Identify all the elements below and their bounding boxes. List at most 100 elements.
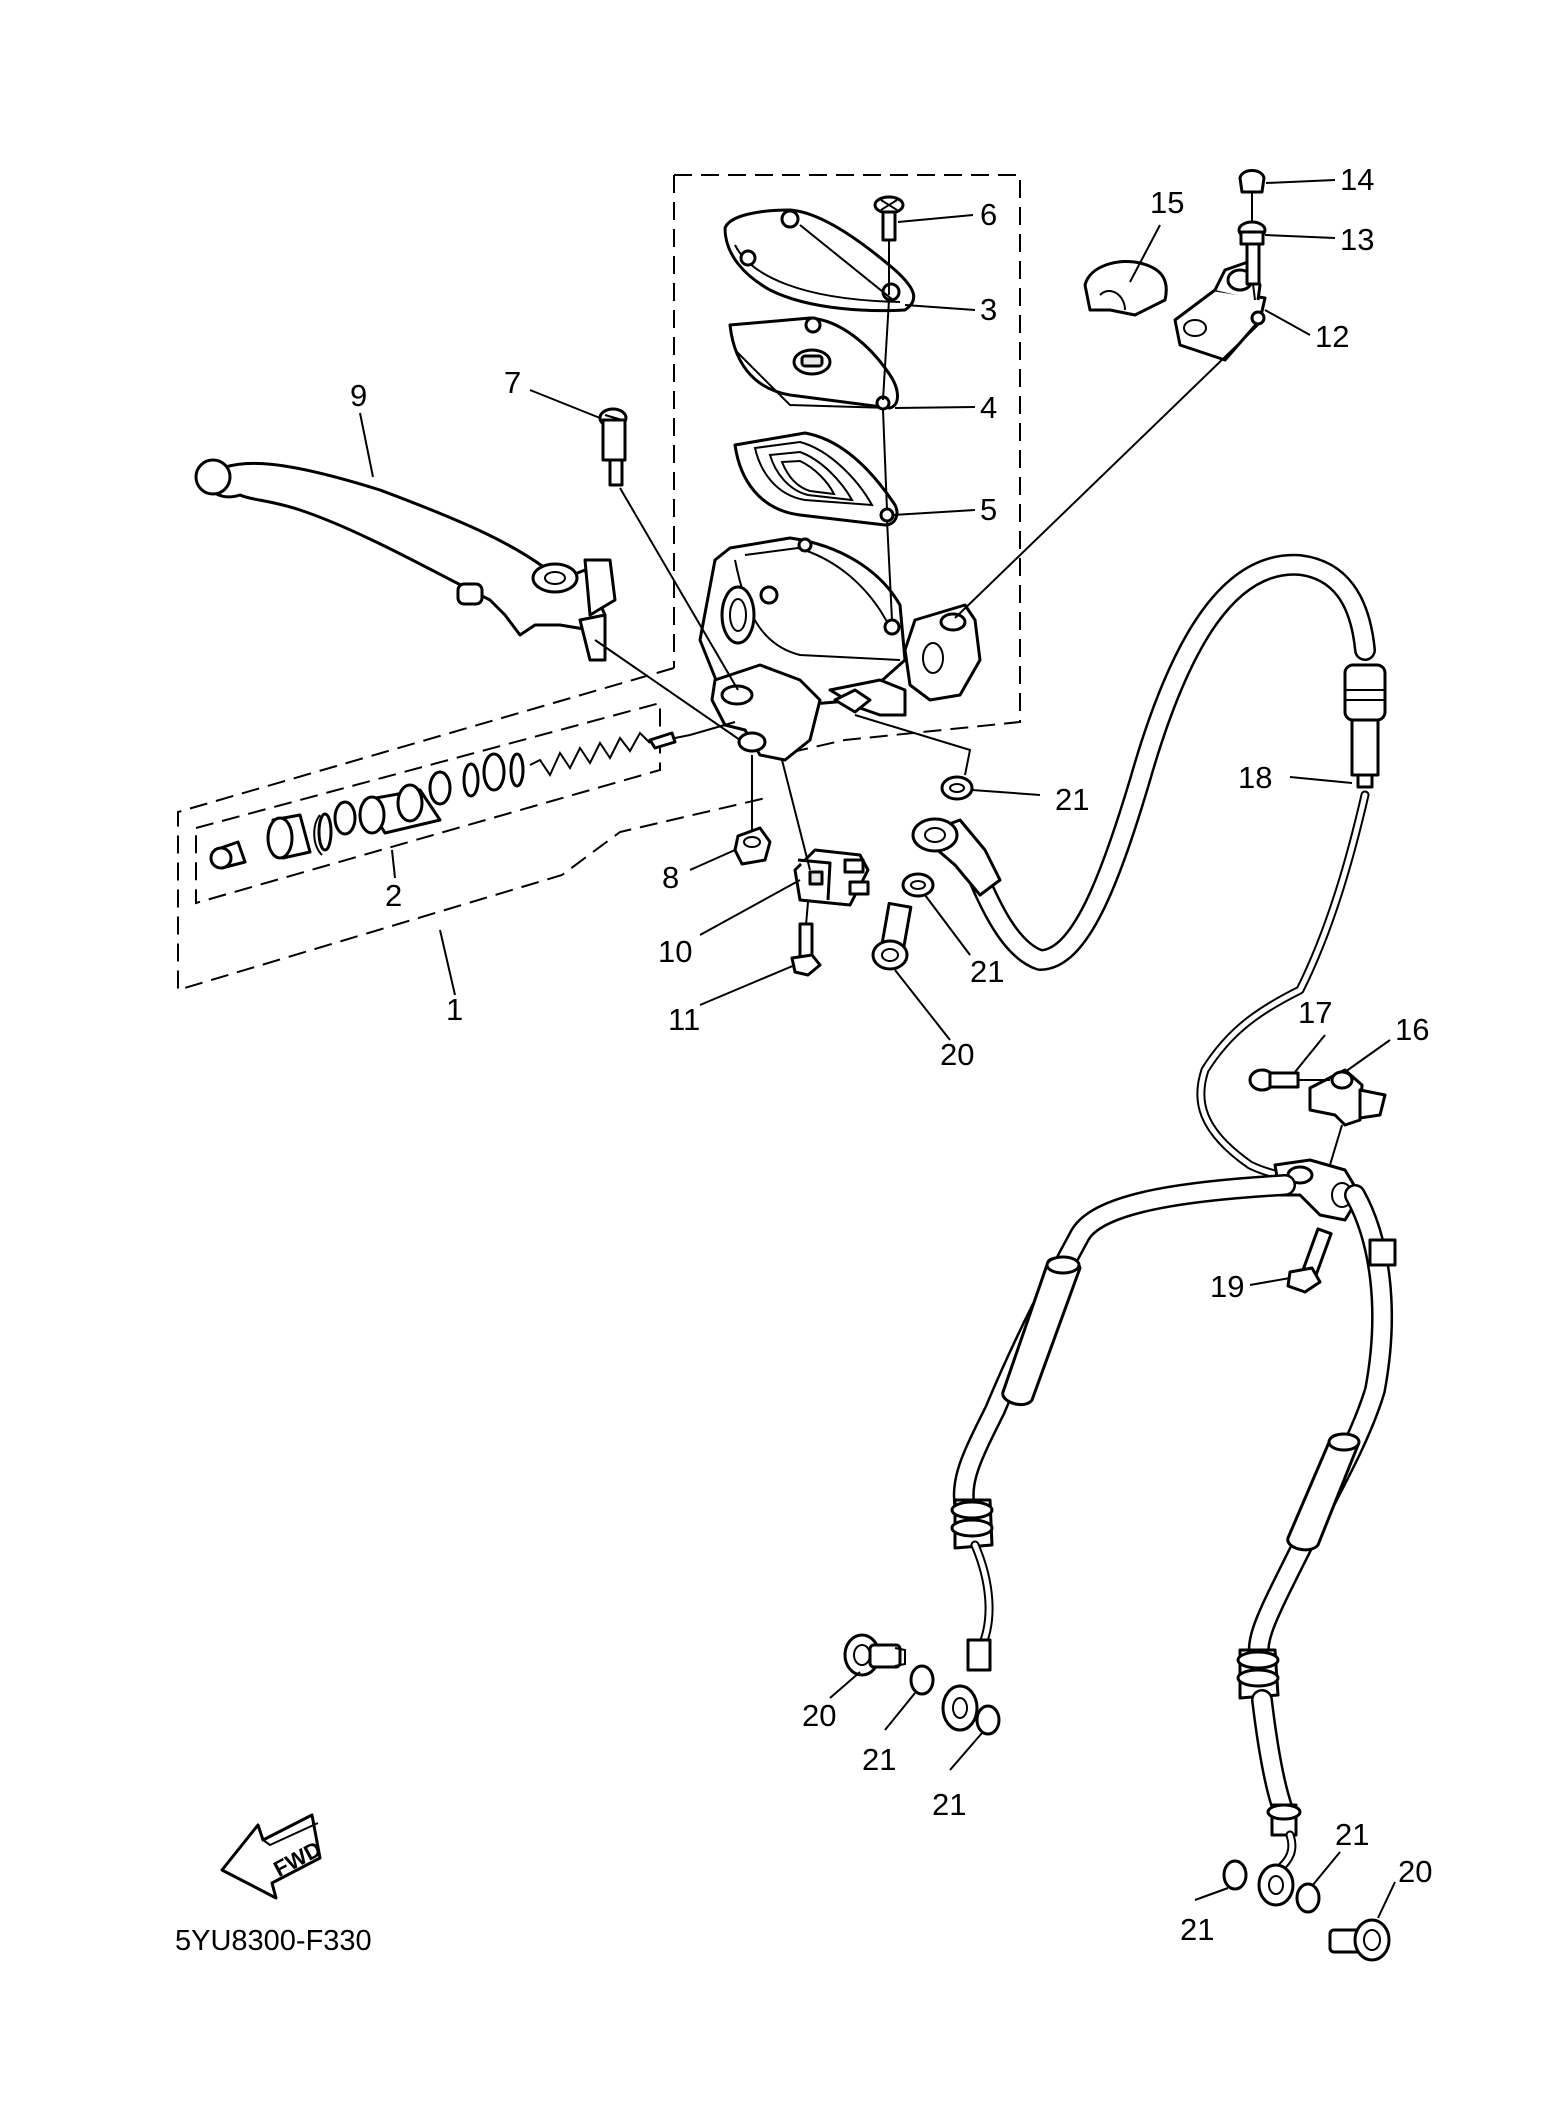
leader-10 xyxy=(699,879,801,936)
leader-7 xyxy=(529,389,601,419)
leader-20a xyxy=(894,969,951,1041)
leader-3 xyxy=(904,304,976,311)
leader-21d xyxy=(949,1732,983,1771)
leader-21a xyxy=(971,789,1041,796)
callout-16: 16 xyxy=(1395,1012,1429,1047)
callout-12: 12 xyxy=(1315,319,1349,354)
forward-arrow-icon: FWD xyxy=(220,1813,325,1900)
leader-16 xyxy=(1344,1039,1391,1073)
callout-3: 3 xyxy=(980,292,997,327)
assembly-line-plate xyxy=(882,299,890,401)
assembly-line-body xyxy=(886,519,893,621)
brake-hose-upper-outline xyxy=(964,553,1376,971)
leader-21f xyxy=(1311,1851,1341,1887)
callout-11: 11 xyxy=(668,1002,700,1037)
callout-21c: 21 xyxy=(862,1742,896,1777)
callout-21a: 21 xyxy=(1055,782,1089,817)
leader-15 xyxy=(1129,224,1161,283)
brake-lever xyxy=(194,458,617,662)
brake-pipe-fill xyxy=(1198,792,1368,1183)
brake-hose-left-outline xyxy=(952,1174,1296,1521)
callout-19: 19 xyxy=(1210,1269,1244,1304)
assembly-line-switch-screw xyxy=(805,901,809,926)
hose-sleeve-right xyxy=(1286,1238,1397,1552)
leader-1 xyxy=(439,929,456,996)
nut xyxy=(733,826,772,866)
callout-21f: 21 xyxy=(1335,1817,1369,1852)
callout-8: 8 xyxy=(662,860,679,895)
assembly-line-diaphragm xyxy=(882,409,888,511)
piston-kit xyxy=(209,731,691,870)
callout-20c: 20 xyxy=(1398,1854,1432,1889)
callout-15: 15 xyxy=(1150,185,1184,220)
washer-upper-1 xyxy=(940,775,974,801)
dashed-boundary-assembly-2 xyxy=(195,701,661,905)
leader-20b xyxy=(829,1671,861,1699)
leader-18 xyxy=(1289,776,1353,784)
leader-9 xyxy=(359,412,374,478)
washer-lower-left-2 xyxy=(975,1704,1001,1736)
leader-6 xyxy=(897,214,974,223)
callout-13: 13 xyxy=(1340,222,1374,257)
reservoir-cap xyxy=(723,208,916,313)
hose-fitting-left xyxy=(941,1498,994,1732)
dashed-boundary-reservoir xyxy=(674,174,1021,758)
pivot-bolt xyxy=(598,407,628,487)
assembly-line-bracket xyxy=(1329,1124,1343,1166)
callout-10: 10 xyxy=(658,934,692,969)
callout-9: 9 xyxy=(350,378,367,413)
dashed-boundary-assembly-1 xyxy=(177,667,771,992)
leader-12 xyxy=(1264,309,1311,336)
washer-upper-2-hole xyxy=(910,880,926,890)
washer-upper-2 xyxy=(901,872,935,898)
leader-17 xyxy=(1294,1034,1326,1073)
leader-2 xyxy=(391,849,396,879)
diaphragm-plate xyxy=(728,316,899,411)
leader-21b xyxy=(924,894,971,956)
assembly-line-hose-washer xyxy=(854,714,972,776)
leader-4 xyxy=(894,406,976,409)
hose-sleeve-left xyxy=(1001,1255,1082,1406)
callout-21e: 21 xyxy=(1180,1912,1214,1947)
bolt-cap xyxy=(1238,169,1266,194)
callout-6: 6 xyxy=(980,197,997,232)
master-cylinder-body xyxy=(698,536,982,762)
leader-21e xyxy=(1194,1887,1229,1901)
assembly-line-switch xyxy=(781,759,811,871)
holder-bolt xyxy=(1237,220,1267,286)
union-bolt-lower-left xyxy=(843,1633,906,1677)
hose-joint-collar xyxy=(1343,663,1387,789)
union-bolt-upper xyxy=(871,901,913,971)
bracket-bolt xyxy=(1248,1068,1330,1092)
washer-lower-right-2 xyxy=(1295,1882,1321,1914)
cap-screw xyxy=(873,195,905,242)
callout-21d: 21 xyxy=(932,1787,966,1822)
callout-17: 17 xyxy=(1298,995,1332,1030)
leader-13 xyxy=(1264,234,1336,239)
hose-fitting-upper xyxy=(911,817,1002,897)
joint-bolt xyxy=(1286,1227,1333,1294)
callout-2: 2 xyxy=(385,878,402,913)
assembly-line-piston xyxy=(689,721,736,736)
leader-14 xyxy=(1265,179,1336,184)
brake-hose-upper-fill xyxy=(966,556,1374,969)
leader-11 xyxy=(699,964,796,1006)
protector xyxy=(1083,259,1168,317)
callout-21b: 21 xyxy=(970,954,1004,989)
washer-lower-left-1 xyxy=(909,1664,935,1696)
callout-4: 4 xyxy=(980,390,997,425)
leader-19 xyxy=(1249,1277,1291,1286)
callout-20a: 20 xyxy=(940,1037,974,1072)
diaphragm xyxy=(733,431,899,527)
callout-7: 7 xyxy=(504,365,521,400)
callout-14: 14 xyxy=(1340,162,1374,197)
hose-bracket xyxy=(1308,1068,1387,1127)
assembly-line-bolt-13 xyxy=(1252,283,1256,301)
assembly-line-cap xyxy=(799,224,894,301)
leader-20c xyxy=(1377,1881,1396,1919)
leader-8 xyxy=(689,849,736,871)
assembly-line-lever xyxy=(594,639,741,741)
callout-5: 5 xyxy=(980,492,997,527)
callout-20b: 20 xyxy=(802,1698,836,1733)
